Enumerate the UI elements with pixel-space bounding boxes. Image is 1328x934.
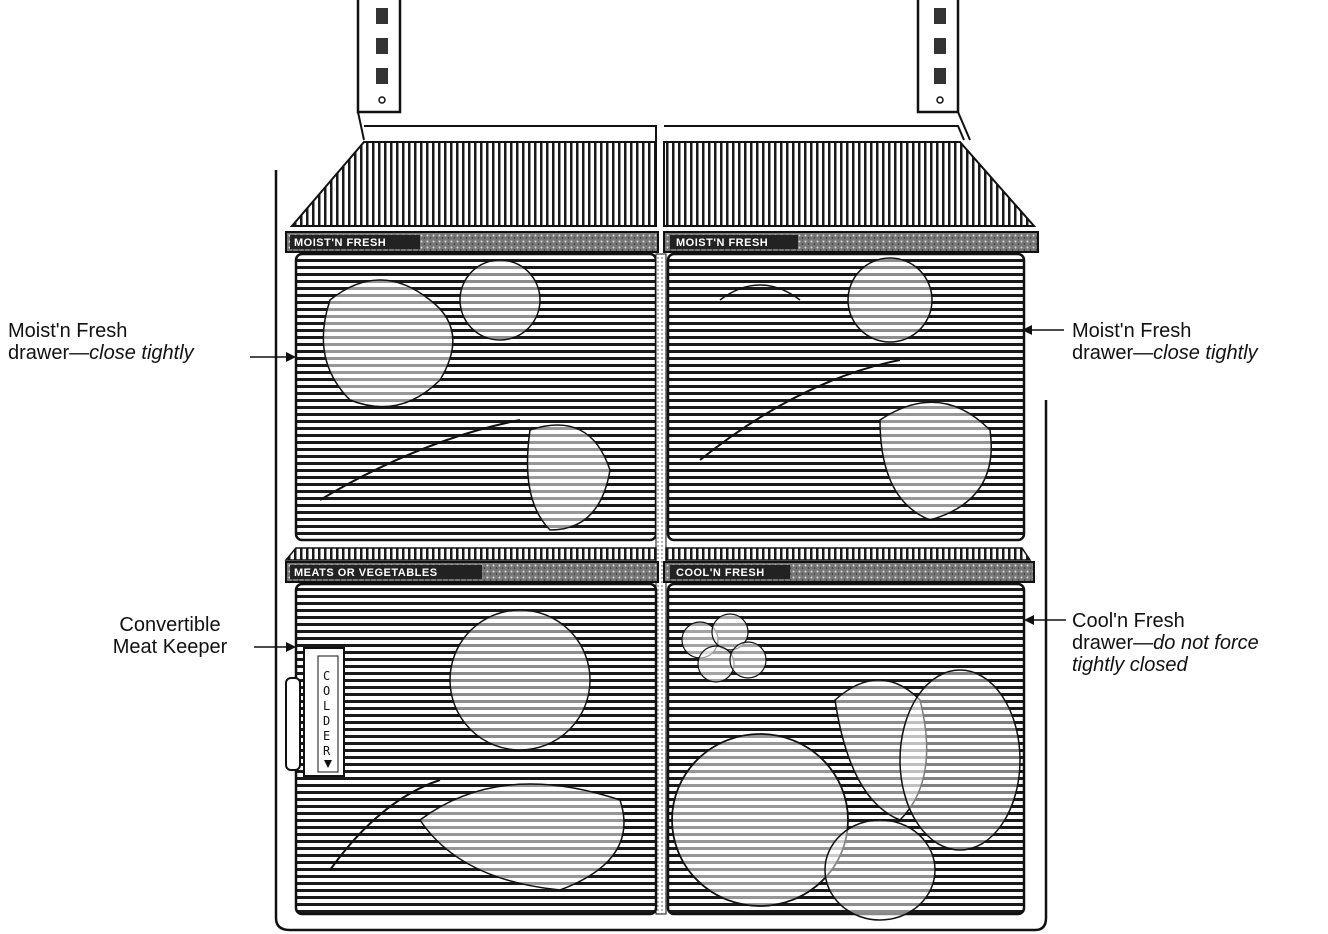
colder-letter-c: C	[323, 669, 330, 683]
shelf-cover-left	[292, 142, 656, 226]
leader-moist-right	[1022, 325, 1064, 335]
callout-meat-keeper: Convertible Meat Keeper	[90, 614, 250, 658]
drawer-label-bottom-left: MEATS OR VEGETABLES	[294, 567, 438, 579]
callout-cool-fresh-line1: Cool'n Fresh	[1072, 610, 1322, 632]
right-shelf-rail	[918, 0, 958, 112]
drawer-label-bottom-right: COOL'N FRESH	[676, 567, 765, 579]
leader-moist-left	[250, 352, 296, 362]
colder-letter-o: O	[323, 684, 330, 698]
left-shelf-rail	[358, 0, 400, 112]
callout-moist-right-italic: close tightly	[1153, 342, 1258, 364]
colder-control[interactable]: C O L D E R	[286, 648, 344, 776]
colder-letter-d: D	[323, 714, 330, 728]
callout-cool-fresh-plain: drawer—	[1072, 632, 1153, 654]
drawer-moist-fresh-left[interactable]	[296, 254, 656, 540]
callout-cool-fresh: Cool'n Fresh drawer—do not force tightly…	[1072, 610, 1322, 676]
callout-moist-left-italic: close tightly	[89, 342, 194, 364]
callout-meat-keeper-line1: Convertible	[90, 614, 250, 636]
colder-letter-e: E	[323, 729, 330, 743]
drawer-label-top-left: MOIST'N FRESH	[294, 237, 386, 249]
callout-moist-right: Moist'n Fresh drawer—close tightly	[1072, 320, 1322, 364]
callout-cool-fresh-line3: tightly closed	[1072, 654, 1322, 676]
colder-letter-l: L	[323, 699, 330, 713]
callout-moist-left-plain: drawer—	[8, 342, 89, 364]
callout-meat-keeper-line2: Meat Keeper	[90, 636, 250, 658]
shelf-cover-right	[664, 142, 1034, 226]
drawer-moist-fresh-right[interactable]	[668, 254, 1024, 540]
drawer-meat-keeper[interactable]	[296, 584, 656, 914]
callout-moist-left-line1: Moist'n Fresh	[8, 320, 252, 342]
center-divider	[656, 254, 666, 914]
callout-moist-right-line1: Moist'n Fresh	[1072, 320, 1322, 342]
drawer-label-top-right: MOIST'N FRESH	[676, 237, 768, 249]
callout-moist-left: Moist'n Fresh drawer—close tightly	[8, 320, 252, 364]
colder-letter-r: R	[323, 744, 331, 758]
callout-moist-right-plain: drawer—	[1072, 342, 1153, 364]
callout-cool-fresh-italic: do not force	[1153, 632, 1259, 654]
drawer-cool-fresh[interactable]	[668, 584, 1024, 920]
